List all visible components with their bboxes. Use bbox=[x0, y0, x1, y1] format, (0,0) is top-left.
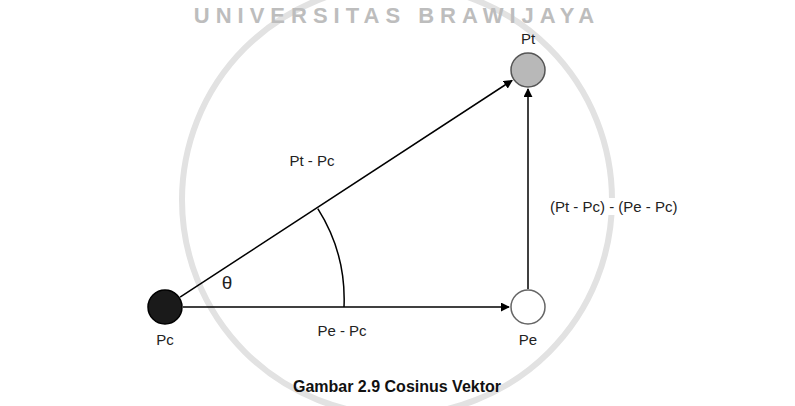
point-label: Pc bbox=[156, 331, 174, 348]
point-label: Pe bbox=[519, 331, 537, 348]
vector-label: Pe - Pc bbox=[315, 322, 368, 339]
point-shape bbox=[511, 290, 545, 324]
vector-label: Pt - Pc bbox=[287, 152, 336, 169]
point-circle: Pe bbox=[510, 289, 546, 325]
vector-arrow bbox=[527, 89, 529, 289]
point-shape bbox=[148, 290, 182, 324]
vector-label: (Pt - Pc) - (Pe - Pc) bbox=[548, 198, 680, 215]
point-shape bbox=[511, 53, 545, 87]
point-circle: Pt bbox=[510, 52, 546, 88]
figure-caption: Gambar 2.9 Cosinus Vektor bbox=[293, 378, 501, 396]
circle-outline bbox=[510, 52, 546, 88]
angle-label: θ bbox=[222, 272, 233, 294]
circle-outline bbox=[510, 289, 546, 325]
watermark-text: UNIVERSITAS BRAWIJAYA bbox=[194, 3, 600, 29]
point-circle: Pc bbox=[147, 289, 183, 325]
vector-arrow bbox=[183, 306, 509, 308]
circle-outline bbox=[147, 289, 183, 325]
point-label: Pt bbox=[521, 30, 535, 47]
angle-arc bbox=[318, 209, 344, 307]
vector-arrow bbox=[180, 80, 512, 297]
